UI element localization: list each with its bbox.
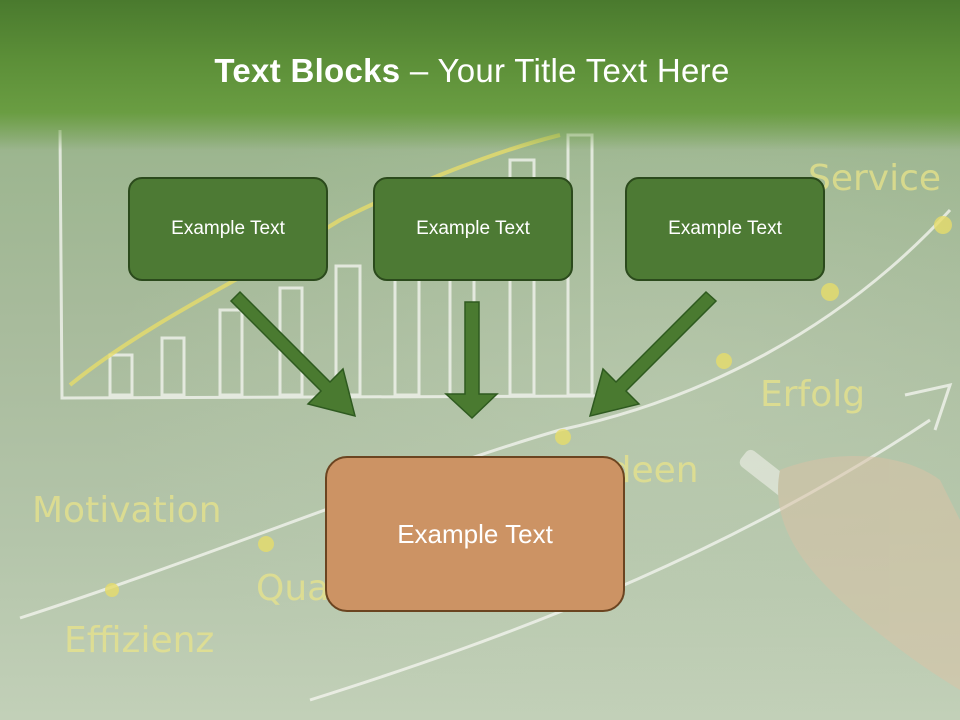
title-bold: Text Blocks bbox=[214, 52, 401, 89]
chalk-word-erfolg: Erfolg bbox=[760, 374, 866, 415]
title-dash: – bbox=[400, 52, 438, 89]
text-block-top-center-label: Example Text bbox=[416, 218, 530, 239]
text-block-top-right-label: Example Text bbox=[668, 218, 782, 239]
title-rest: Your Title Text Here bbox=[437, 52, 730, 89]
title-bar bbox=[0, 0, 960, 150]
chalk-word-effizienz: Effizienz bbox=[64, 620, 215, 661]
text-block-top-right: Example Text bbox=[625, 177, 825, 281]
chalk-word-qualitaet: Qua bbox=[256, 568, 330, 609]
text-block-top-left-label: Example Text bbox=[171, 218, 285, 239]
chalk-word-service: Service bbox=[808, 158, 942, 199]
chalk-word-motivation: Motivation bbox=[32, 490, 222, 531]
text-block-bottom-label: Example Text bbox=[397, 518, 553, 549]
text-block-top-center: Example Text bbox=[373, 177, 573, 281]
arrow-center-to-bottom bbox=[444, 301, 499, 420]
arrow-left-to-bottom bbox=[229, 290, 357, 418]
slide-title: Text Blocks – Your Title Text Here bbox=[0, 52, 944, 90]
text-block-top-left: Example Text bbox=[128, 177, 328, 281]
arrow-right-to-bottom bbox=[588, 290, 718, 418]
text-block-bottom: Example Text bbox=[325, 456, 625, 612]
